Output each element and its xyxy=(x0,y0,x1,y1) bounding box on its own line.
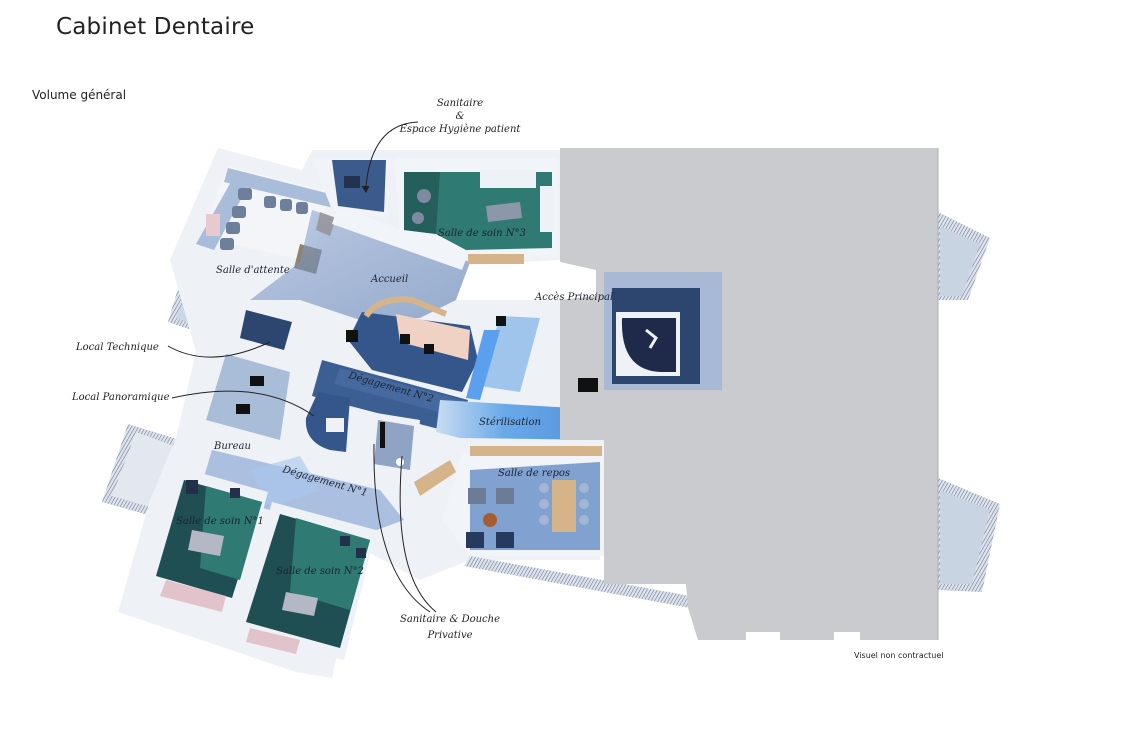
section-title: Volume général xyxy=(32,88,127,102)
callout-local-technique: Local Technique xyxy=(76,342,159,353)
callout-line: Espace Hygiène patient xyxy=(399,124,521,135)
leader-sanitaire-douche-1 xyxy=(373,443,431,613)
label-acces-principal: Accès Principal xyxy=(534,292,613,303)
callout-sanitaire-patient: Sanitaire & Espace Hygiène patient xyxy=(394,96,526,138)
building-right-slab xyxy=(560,148,939,640)
page-title: Cabinet Dentaire xyxy=(56,14,255,40)
leader-sanitaire-patient xyxy=(365,121,419,187)
callout-line: Privative xyxy=(427,630,473,641)
waiting-chairs xyxy=(220,188,308,250)
leader-local-panoramique xyxy=(171,390,315,417)
stairwell xyxy=(578,272,722,392)
leader-sanitaire-douche-2 xyxy=(399,455,437,613)
reception-desk xyxy=(346,296,478,392)
salle-soin-1 xyxy=(146,466,268,612)
salle-soin-3 xyxy=(394,158,558,264)
balcony-right-top xyxy=(938,212,990,300)
label-sterilisation: Stérilisation xyxy=(479,417,541,428)
salle-repos xyxy=(414,444,604,556)
callout-line: Sanitaire xyxy=(436,98,484,109)
label-salle-soin-3: Salle de soin N°3 xyxy=(438,228,526,239)
label-salle-soin-2: Salle de soin N°2 xyxy=(276,566,364,577)
label-bureau: Bureau xyxy=(213,441,251,452)
salle-soin-2 xyxy=(236,502,376,660)
disclaimer: Visuel non contractuel xyxy=(854,651,944,660)
callout-sanitaire-douche: Sanitaire & Douche Privative xyxy=(394,612,506,644)
callout-local-panoramique: Local Panoramique xyxy=(72,392,170,403)
label-salle-soin-1: Salle de soin N°1 xyxy=(176,516,264,527)
label-accueil: Accueil xyxy=(370,274,408,285)
building-left-wing xyxy=(118,148,690,678)
balcony-right-bottom xyxy=(938,478,1000,592)
callout-line: & xyxy=(455,111,465,122)
callout-line: Sanitaire & Douche xyxy=(399,614,501,625)
leader-lines xyxy=(167,121,437,613)
label-salle-attente: Salle d'attente xyxy=(216,265,290,276)
leader-local-technique xyxy=(167,341,271,358)
label-salle-repos: Salle de repos xyxy=(498,468,570,479)
